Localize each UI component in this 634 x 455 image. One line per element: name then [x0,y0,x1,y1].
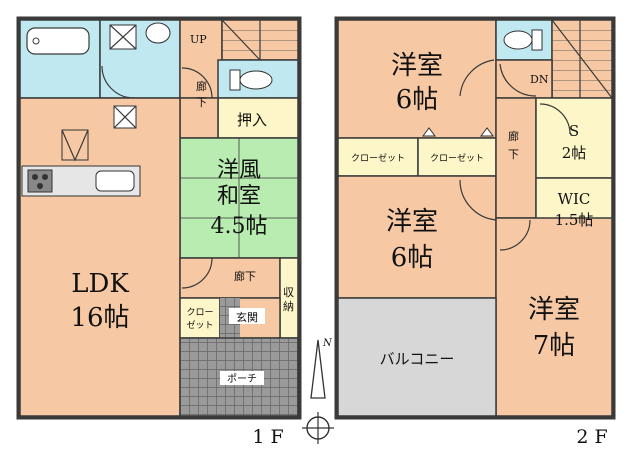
bathtub-icon [26,27,90,55]
north-arrow-icon [310,339,326,399]
hall-top-label-2: 下 [196,96,207,109]
floor-2 [334,16,616,420]
closet-1f-label-1: クロー [186,307,213,318]
genkan-label: 玄関 [236,310,258,324]
toilet-icon [503,30,533,50]
sink-icon [95,170,135,192]
room-a-label-1: 洋室 [391,51,443,81]
washitsu-label-1: 洋風 [217,158,261,183]
hall-2f-label-2: 下 [508,148,519,161]
room-c-label-1: 洋室 [528,295,580,325]
floor-1-label: 1 F [252,426,283,448]
washitsu-label-3: 4.5帖 [211,214,268,239]
sink-icon [145,22,171,44]
hall-2f-label-1: 廊 [508,129,519,143]
room-b [337,175,497,299]
floor-2-label: 2 F [576,426,607,448]
hall-upper [179,19,223,99]
porch-label: ポーチ [227,373,257,385]
up-label: UP [190,33,207,46]
room-c-label-2: 7帖 [533,331,576,361]
closet-a-label: クローゼット [351,152,405,164]
shuno-label-2: 納 [283,300,294,313]
room-b-label-2: 6帖 [391,243,434,273]
compass [302,339,334,444]
tatami-lines [180,138,298,258]
dn-label: DN [530,73,549,86]
storage-s [535,97,613,179]
balcony-label: バルコニー [380,350,455,368]
closet-1f-label-2: ゼット [186,319,213,331]
ldk-label-1: LDK [71,269,129,299]
wic-label-1: WIC [558,190,591,208]
north-label: N [322,338,333,349]
room-a [337,19,497,139]
closet-1f [179,297,221,339]
room-b-label-1: 洋室 [386,207,438,237]
ldk-room [19,97,181,417]
shuno-label-1: 収 [283,286,294,299]
toilet-icon [239,70,273,90]
closet-b-label: クローゼット [430,152,484,164]
ldk-label-2: 16帖 [70,303,129,333]
washitsu-label-2: 和室 [217,184,261,209]
hall-top-label-1: 廊 [196,79,207,93]
oshiire-label: 押入 [237,111,267,129]
room-c [495,217,613,417]
hall-lower [179,257,281,299]
drain-icon [32,37,40,45]
closet-b [417,137,497,177]
storage-label-1: S [569,122,579,140]
balcony [337,297,497,417]
wic-label-2: 1.5帖 [555,211,594,229]
floor-1 [16,16,302,420]
hall-bottom-label: 廊下 [234,269,256,283]
oshiire [217,97,299,139]
outer-wall-1f [16,16,302,420]
closet-a [337,137,419,177]
room-a-label-2: 6帖 [396,85,439,115]
outer-wall-2f [334,16,616,420]
storage-label-2: 2帖 [562,144,587,162]
